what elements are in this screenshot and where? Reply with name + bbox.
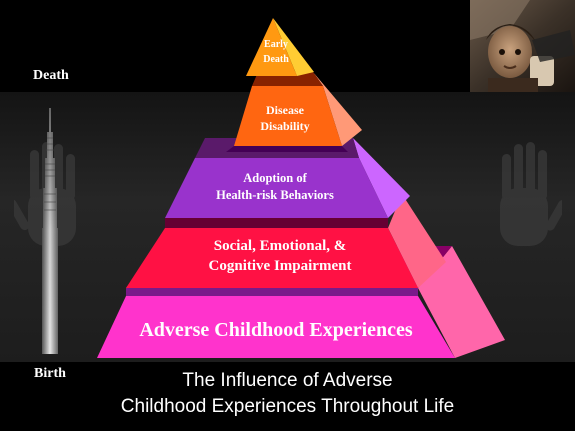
right-hand-silhouette-icon xyxy=(500,142,562,246)
tier-health-risk-behaviors-label: Adoption of Health-risk Behaviors xyxy=(216,171,334,202)
death-label: Death xyxy=(33,68,69,83)
tier-4-front xyxy=(234,86,342,146)
birth-label: Birth xyxy=(34,366,66,381)
tier-1-front xyxy=(97,296,455,358)
tier-1-side xyxy=(418,246,505,358)
tier-4-divider xyxy=(226,146,348,152)
tier-3-divider xyxy=(165,218,388,228)
slide-caption: The Influence of Adverse Childhood Exper… xyxy=(0,368,575,420)
tier-social-emotional-cognitive-label: Social, Emotional, & Cognitive Impairmen… xyxy=(208,238,352,275)
tier-2-side xyxy=(388,194,446,288)
life-scale-bar xyxy=(42,108,58,354)
tier-2-front xyxy=(126,228,418,288)
tier-3-front xyxy=(165,158,388,218)
tier-3-side xyxy=(353,138,410,218)
child-photo xyxy=(470,0,575,92)
tier-1-divider xyxy=(126,288,418,296)
tier-disease-disability-label: Disease Disability xyxy=(260,103,310,134)
tier-5-side xyxy=(273,18,314,76)
tier-early-death-label: Early Death xyxy=(263,39,289,65)
tier-5-front xyxy=(246,18,297,76)
caption-line-2: Childhood Experiences Throughout Life xyxy=(120,396,455,417)
caption-line-1: The Influence of Adverse xyxy=(182,370,393,391)
tier-4-side xyxy=(313,72,362,146)
tier-adverse-childhood-experiences-label: Adverse Childhood Experiences xyxy=(139,319,413,341)
